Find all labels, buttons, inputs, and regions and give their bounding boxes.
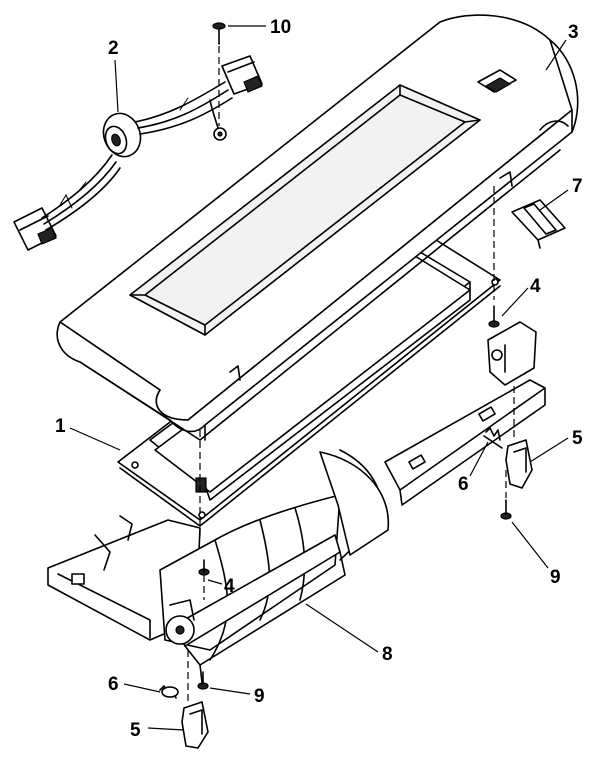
part-3-top-cover — [56, 14, 579, 441]
part-5-foot-right — [505, 386, 533, 489]
part-7-clip — [511, 199, 566, 249]
callout-9-right: 9 — [550, 567, 561, 588]
callout-10: 10 — [270, 17, 291, 38]
callout-4-left: 4 — [224, 576, 235, 597]
part-4-screw-right — [488, 186, 500, 328]
part-9-screw-right — [500, 470, 512, 520]
leader-lines — [69, 25, 569, 731]
part-2-wire-harness — [13, 55, 263, 251]
callout-5-right: 5 — [572, 428, 583, 449]
part-9-screw-left — [197, 671, 209, 690]
part-5-foot-left — [181, 650, 209, 749]
callout-8: 8 — [382, 644, 393, 665]
callout-7: 7 — [572, 176, 583, 197]
part-4-screw-left — [198, 430, 210, 600]
callout-6-left: 6 — [108, 674, 119, 695]
part-6-spring-right — [483, 427, 503, 449]
part-10-screw — [212, 22, 226, 126]
callout-2: 2 — [108, 38, 119, 59]
callout-1: 1 — [55, 416, 66, 437]
callout-4-right: 4 — [530, 276, 541, 297]
part-6-spring-left — [159, 685, 179, 699]
part-8-base-housing — [47, 321, 546, 683]
callout-5-left: 5 — [130, 720, 141, 741]
callout-3: 3 — [568, 22, 579, 43]
callout-6-right: 6 — [458, 474, 469, 495]
callout-9-left: 9 — [254, 686, 265, 707]
part-1-circuit-board — [117, 229, 501, 527]
